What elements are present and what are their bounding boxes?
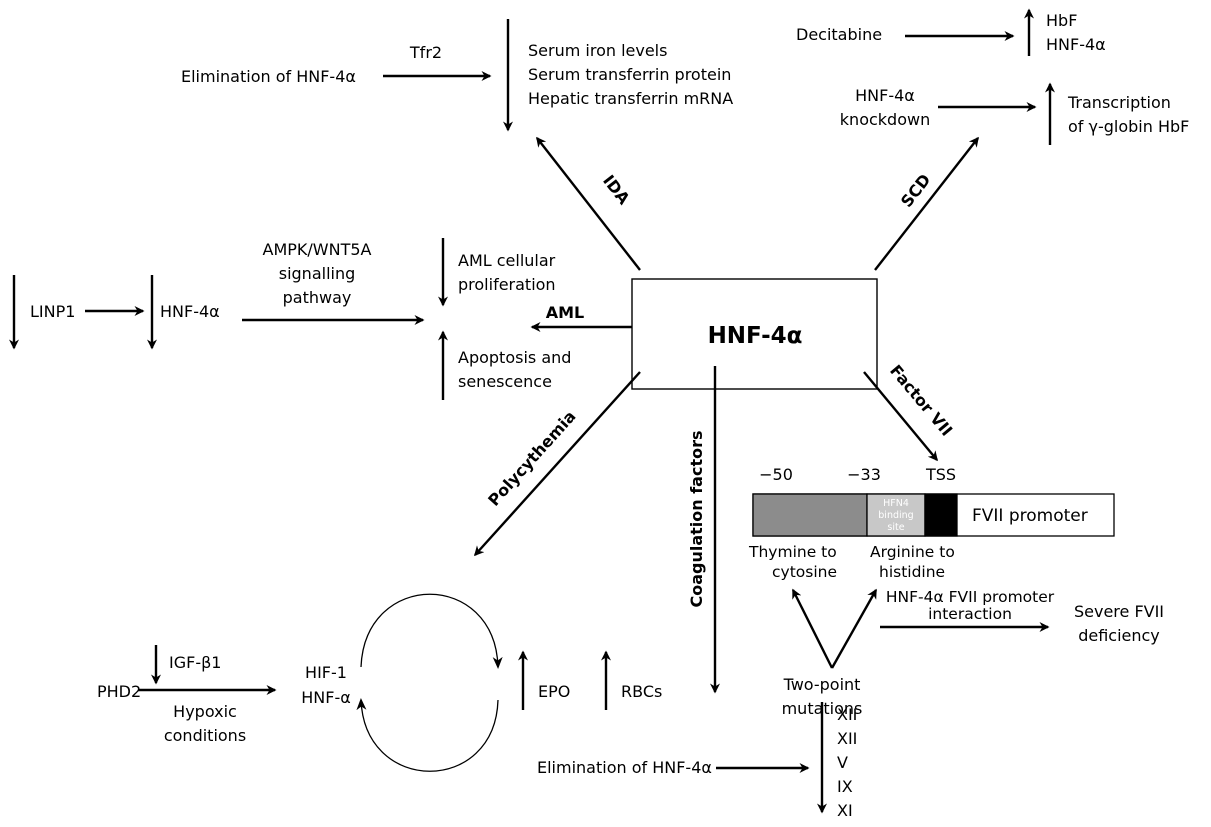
coag-factor-2: XII xyxy=(837,729,857,748)
f7-interaction-2: interaction xyxy=(928,605,1012,623)
factor7-branch-label: Factor VII xyxy=(886,361,956,440)
aml-apoptosis-2: senescence xyxy=(458,372,552,391)
scd-arrow xyxy=(874,136,979,271)
ida-effect-3: Hepatic transferrin mRNA xyxy=(528,89,733,108)
f7-pos-33: −33 xyxy=(847,465,881,484)
poly-epo: EPO xyxy=(538,682,570,701)
aml-pathway-2: signalling xyxy=(279,264,356,283)
coag-elimination: Elimination of HNF-4α xyxy=(537,758,712,777)
f7-thymine-2: cytosine xyxy=(772,563,837,581)
scd-transcription-2: of γ-globin HbF xyxy=(1068,117,1189,136)
f7-tss: TSS xyxy=(925,465,956,484)
poly-hif-1: HIF-1 xyxy=(305,663,347,682)
coag-factor-3: V xyxy=(837,753,848,772)
aml-linp1: LINP1 xyxy=(30,302,75,321)
scd-transcription-1: Transcription xyxy=(1067,93,1171,112)
poly-rbcs: RBCs xyxy=(621,682,662,701)
aml-branch-label: AML xyxy=(546,303,585,322)
poly-phd2: PHD2 xyxy=(97,682,141,701)
polycythemia-branch-label: Polycythemia xyxy=(484,407,579,510)
f7-interaction-1: HNF-4α FVII promoter xyxy=(886,588,1055,606)
poly-hypoxic-1: Hypoxic xyxy=(173,702,237,721)
aml-apoptosis-1: Apoptosis and xyxy=(458,348,571,367)
f7-thymine-1: Thymine to xyxy=(748,543,837,561)
ida-branch-label: IDA xyxy=(599,171,634,208)
f7-two-point-2: mutations xyxy=(782,699,863,718)
center-box xyxy=(631,278,878,390)
poly-loop-bottom xyxy=(356,698,499,772)
coag-factor-5: XI xyxy=(837,801,853,820)
f7-binding-3: site xyxy=(887,522,904,533)
f7-mutation-arrow-left xyxy=(791,588,834,669)
f7-arginine-1: Arginine to xyxy=(870,543,955,561)
scd-knockdown-1: HNF-4α xyxy=(855,86,915,105)
scd-branch-label: SCD xyxy=(897,170,934,210)
poly-loop-top xyxy=(360,593,503,669)
scd-hbf: HbF xyxy=(1046,11,1077,30)
factor7-arrow xyxy=(863,371,938,462)
ida-elimination: Elimination of HNF-4α xyxy=(181,67,356,86)
f7-mutation-arrow-right xyxy=(830,588,878,669)
scd-decitabine: Decitabine xyxy=(796,25,882,44)
poly-igf: IGF-β1 xyxy=(169,653,221,672)
polycythemia-arrow xyxy=(473,371,641,557)
center-label: HNF-4α xyxy=(708,323,803,349)
scd-hnf: HNF-4α xyxy=(1046,35,1106,54)
poly-hif-2: HNF-α xyxy=(301,688,351,707)
f7-tss-block xyxy=(924,493,958,537)
poly-hypoxic-2: conditions xyxy=(164,726,246,745)
coagulation-branch-label: Coagulation factors xyxy=(687,430,706,607)
aml-hnf: HNF-4α xyxy=(160,302,220,321)
f7-pos-50: −50 xyxy=(759,465,793,484)
f7-deficiency-2: deficiency xyxy=(1078,626,1160,645)
aml-proliferation-2: proliferation xyxy=(458,275,556,294)
coag-factor-4: IX xyxy=(837,777,853,796)
f7-binding-site xyxy=(866,493,926,537)
f7-promoter-label: FVII promoter xyxy=(972,506,1088,526)
aml-proliferation-1: AML cellular xyxy=(458,251,556,270)
f7-binding-1: HFN4 xyxy=(883,498,909,509)
ida-arrow xyxy=(536,136,641,271)
f7-binding-2: binding xyxy=(878,510,913,521)
f7-deficiency-1: Severe FVII xyxy=(1074,602,1164,621)
aml-pathway-1: AMPK/WNT5A xyxy=(263,240,372,259)
scd-knockdown-2: knockdown xyxy=(840,110,930,129)
ida-effect-2: Serum transferrin protein xyxy=(528,65,731,84)
f7-two-point-1: Two-point xyxy=(783,675,861,694)
f7-arginine-2: histidine xyxy=(879,563,945,581)
aml-pathway-3: pathway xyxy=(283,288,352,307)
ida-tfr2: Tfr2 xyxy=(409,43,442,62)
coag-factor-1: XII xyxy=(837,705,857,724)
f7-region-dark xyxy=(752,493,868,537)
ida-effect-1: Serum iron levels xyxy=(528,41,667,60)
